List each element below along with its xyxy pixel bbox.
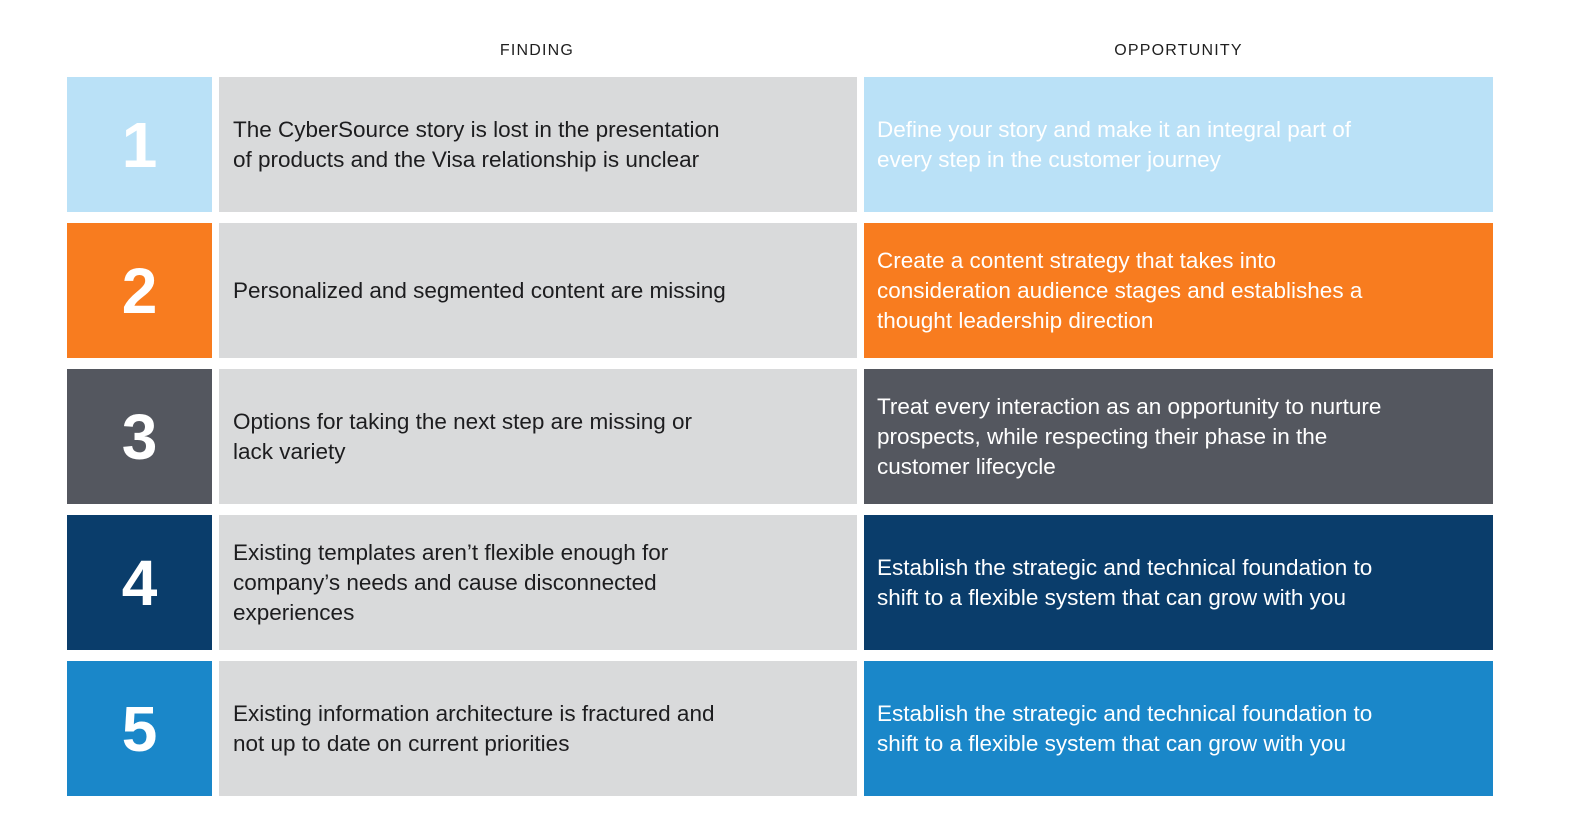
finding-cell: The CyberSource story is lost in the pre… <box>219 77 857 212</box>
row-number-badge: 5 <box>67 661 212 796</box>
opportunity-cell: Define your story and make it an integra… <box>864 77 1493 212</box>
column-header-finding: FINDING <box>499 42 575 59</box>
row-number-badge: 2 <box>67 223 212 358</box>
row-number-badge: 3 <box>67 369 212 504</box>
finding-cell: Existing templates aren’t flexible enoug… <box>219 515 857 650</box>
row-number-badge: 4 <box>67 515 212 650</box>
opportunity-cell: Treat every interaction as an opportunit… <box>864 369 1493 504</box>
opportunity-cell: Establish the strategic and technical fo… <box>864 661 1493 796</box>
column-header-opportunity: OPPORTUNITY <box>1114 42 1243 59</box>
findings-opportunities-table: 1 The CyberSource story is lost in the p… <box>67 77 1493 796</box>
opportunity-cell: Create a content strategy that takes int… <box>864 223 1493 358</box>
finding-cell: Options for taking the next step are mis… <box>219 369 857 504</box>
finding-cell: Personalized and segmented content are m… <box>219 223 857 358</box>
opportunity-cell: Establish the strategic and technical fo… <box>864 515 1493 650</box>
row-number-badge: 1 <box>67 77 212 212</box>
finding-cell: Existing information architecture is fra… <box>219 661 857 796</box>
